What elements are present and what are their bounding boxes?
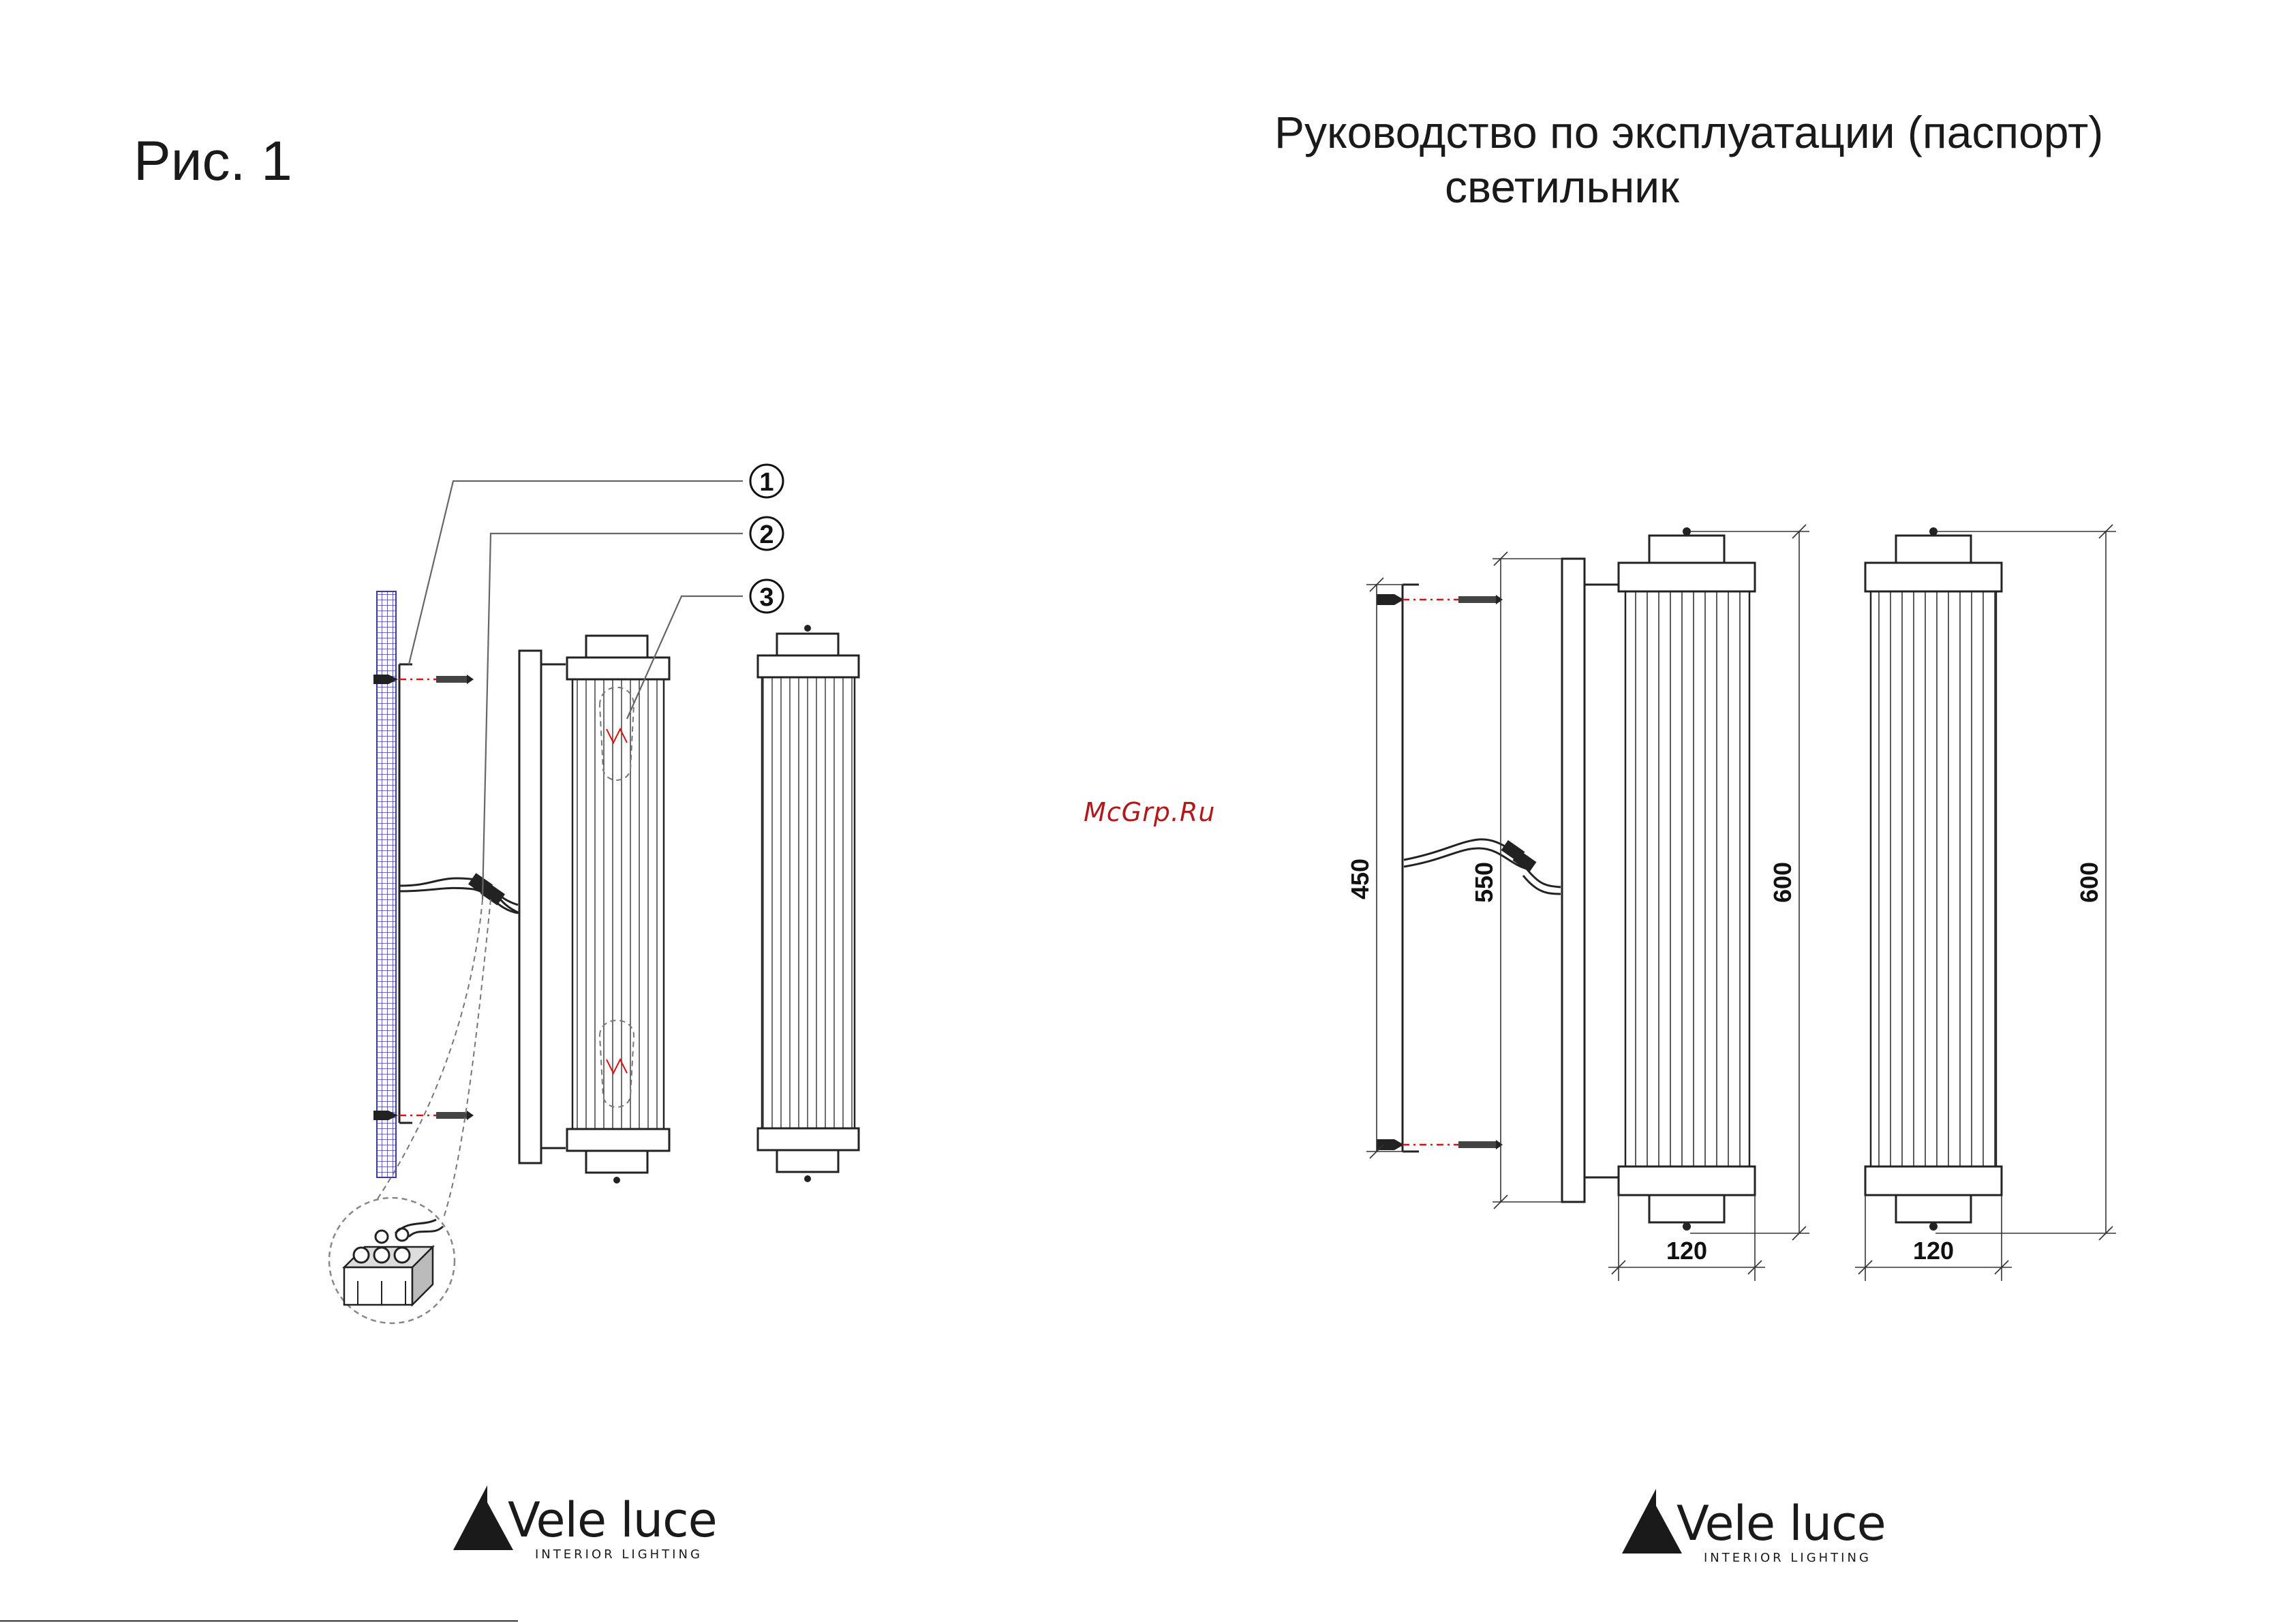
dim-backplate [1562, 559, 1585, 1202]
brand-name-right: Vele luce [1677, 1496, 1886, 1551]
brand-logo-right: Vele luce INTERIOR LIGHTING [1622, 1489, 1886, 1565]
dim-label-120-side: 120 [1913, 1237, 1954, 1265]
dim-label-120-front: 120 [1666, 1237, 1707, 1265]
lamp-shade-installed [567, 636, 669, 1184]
dim-wall-plug-bottom [1377, 1139, 1404, 1150]
lamp-side-view [758, 625, 859, 1182]
mounting-bracket [399, 664, 412, 1123]
backplate [519, 651, 541, 1163]
brand-logo-left: Vele luce INTERIOR LIGHTING [453, 1485, 717, 1562]
svg-text:1: 1 [759, 468, 774, 497]
brand-tagline-right: INTERIOR LIGHTING [1704, 1551, 1871, 1565]
terminal-detail-bubble [329, 899, 491, 1323]
brand-tagline-left: INTERIOR LIGHTING [535, 1547, 703, 1562]
dim-label-550: 550 [1470, 862, 1498, 903]
dim-lamp-side [1865, 527, 2002, 1231]
dim-screw-top [1458, 595, 1503, 604]
supply-wires [399, 873, 519, 913]
brand-name-left: Vele luce [508, 1492, 717, 1548]
dimensioned-view: 450 550 600 600 120 120 [1346, 525, 2116, 1281]
callout-1: 1 [750, 465, 783, 497]
dim-wall-plug-top [1377, 594, 1404, 605]
svg-text:2: 2 [759, 521, 774, 549]
assembly-view: 1 2 3 [329, 465, 859, 1323]
dim-mounting-bracket [1403, 585, 1419, 1151]
dim-label-600-side: 600 [2075, 862, 2103, 903]
svg-text:3: 3 [759, 583, 774, 612]
screw-top [436, 675, 474, 684]
callout-2: 2 [750, 517, 783, 550]
dim-lamp-front [1619, 527, 1755, 1231]
dim-screw-bottom [1458, 1140, 1503, 1149]
dim-label-450: 450 [1346, 859, 1374, 899]
dim-label-600-front: 600 [1769, 862, 1796, 903]
screw-bottom [436, 1111, 474, 1120]
callout-3: 3 [750, 580, 783, 613]
